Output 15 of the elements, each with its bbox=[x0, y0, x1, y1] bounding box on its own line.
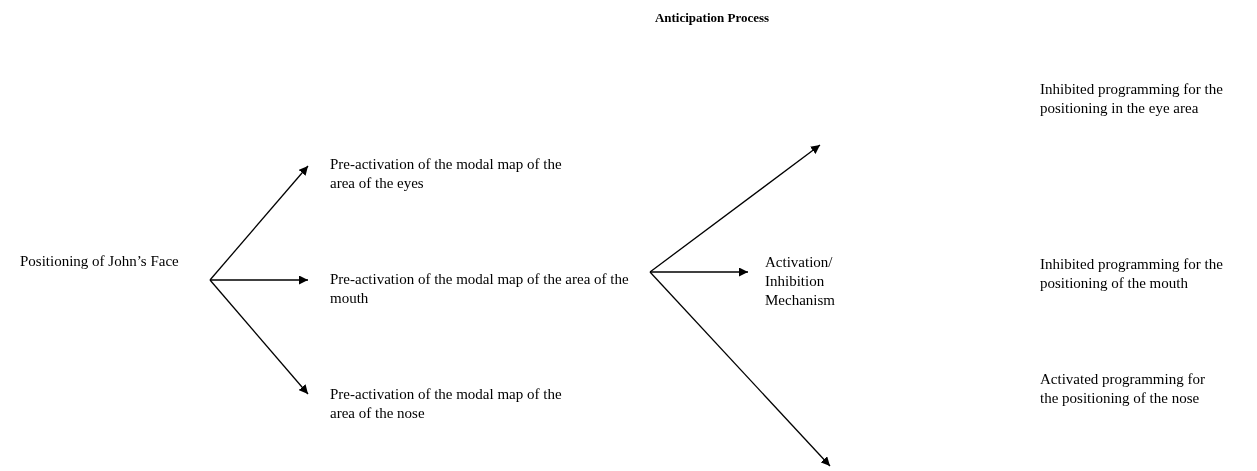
node-label: Inhibited programming for the positioning of the mouth bbox=[1040, 255, 1224, 293]
arrow bbox=[649, 144, 821, 273]
node-label: Pre-activation of the modal map of the area of the eyes bbox=[330, 155, 563, 193]
arrow bbox=[649, 271, 831, 467]
node-label: Positioning of John’s Face bbox=[20, 252, 180, 271]
node-label: Activation/ Inhibition Mechanism bbox=[765, 253, 836, 310]
node-label: Pre-activation of the modal map of the area of the nose bbox=[330, 385, 563, 423]
arrow bbox=[209, 279, 309, 395]
node-label: Activated programming for the positioning of the nose bbox=[1040, 370, 1206, 408]
node-label: Pre-activation of the modal map of the area of the mouth bbox=[330, 270, 630, 308]
arrow bbox=[209, 165, 309, 281]
arrow bbox=[649, 267, 749, 277]
arrow bbox=[209, 275, 309, 285]
node-label: Inhibited programming for the positioning in the eye area bbox=[1040, 80, 1224, 118]
diagram-title: Anticipation Process bbox=[653, 10, 771, 26]
